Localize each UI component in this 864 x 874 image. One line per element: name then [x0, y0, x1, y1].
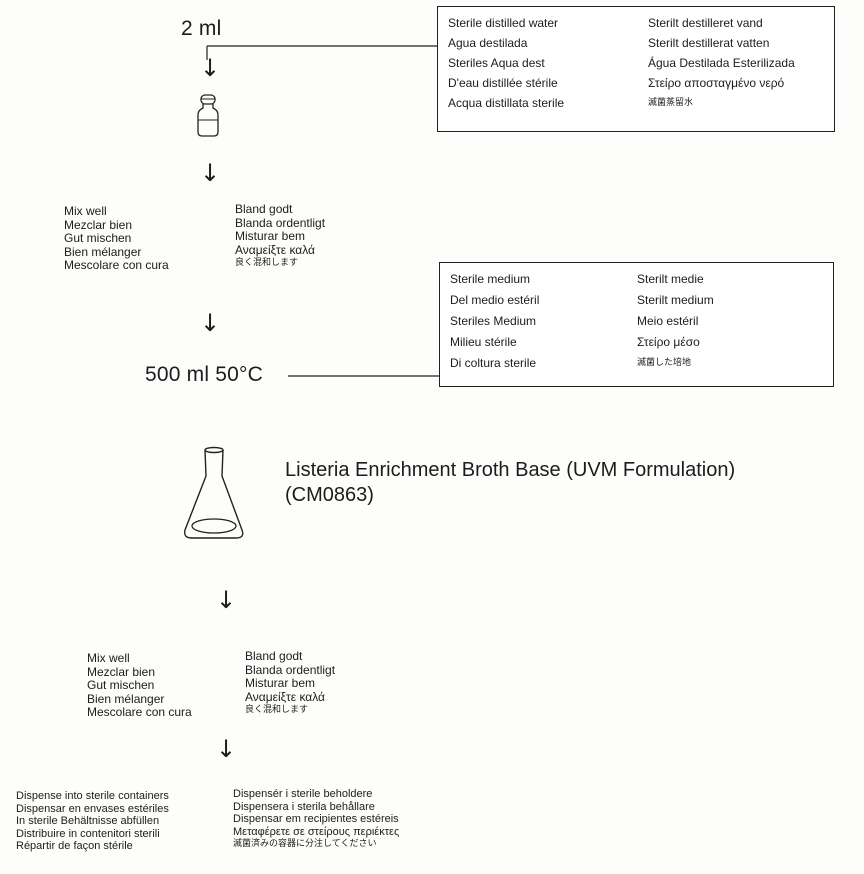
text-line: Bland godt: [245, 649, 303, 663]
product-name: Listeria Enrichment Broth Base (UVM Form…: [285, 459, 736, 481]
dispense-instructions-right: Dispensér i sterile beholdere Dispensera…: [233, 788, 399, 851]
text-line: Dispensér i sterile beholdere: [233, 788, 373, 800]
box-cell: Steriles Aqua dest: [448, 55, 545, 70]
box-cell: Steriles Medium: [450, 314, 537, 328]
box-cell: 滅菌した培地: [637, 358, 692, 368]
text-line: Mezclar bien: [64, 217, 133, 232]
down-arrow-icon: ↓: [200, 54, 221, 82]
box-cell: Del medio estéril: [450, 293, 540, 307]
box-cell: Sterile medium: [450, 272, 531, 286]
mix-instructions-right: Bland godt Blanda ordentligt Misturar be…: [235, 202, 326, 271]
down-arrow-icon: ↓: [200, 309, 221, 337]
text-line: Misturar bem: [245, 676, 316, 690]
text-line: Μεταφέρετε σε στείρους περιέκτες: [233, 825, 400, 838]
text-line: Gut mischen: [87, 678, 155, 692]
text-line: Dispensera i sterila behållare: [233, 800, 375, 813]
box-cell: Di coltura sterile: [450, 356, 537, 370]
step2-volume-temperature: 500 ml 50°C: [145, 363, 263, 386]
down-arrow-icon: ↓: [216, 735, 237, 763]
box-cell: 滅菌蒸留水: [648, 97, 694, 108]
text-line: Mescolare con cura: [64, 258, 169, 272]
text-line: Distribuire in contenitori sterili: [16, 827, 160, 840]
text-line: Gut mischen: [64, 231, 132, 245]
erlenmeyer-flask-icon: [183, 446, 244, 539]
text-line: Mix well: [64, 204, 107, 218]
text-line: Dispensar em recipientes estéreis: [233, 813, 399, 825]
text-line: Bien mélanger: [87, 691, 165, 706]
mix-instructions-right: Bland godt Blanda ordentligt Misturar be…: [245, 649, 336, 718]
box-cell: D'eau distillée stérile: [448, 75, 558, 90]
box-cell: Στείρο μέσο: [637, 335, 700, 349]
down-arrow-icon: ↓: [216, 586, 237, 614]
down-arrow-icon: ↓: [200, 159, 221, 187]
text-line: Mescolare con cura: [87, 705, 192, 719]
box-cell: Meio estéril: [637, 314, 699, 328]
text-line: Bien mélanger: [64, 244, 142, 259]
text-line: Répartir de façon stérile: [16, 840, 133, 852]
box-cell: Sterilt medie: [637, 272, 704, 286]
box-cell: Sterilt destilleret vand: [648, 15, 763, 30]
mix-instructions-left: Mix well Mezclar bien Gut mischen Bien m…: [64, 204, 169, 273]
text-line: Αναμείξτε καλά: [245, 689, 325, 704]
text-line: Blanda ordentligt: [245, 662, 336, 677]
box-cell: Sterilt destillerat vatten: [648, 35, 770, 50]
text-line: Dispensar en envases estériles: [16, 802, 169, 815]
text-line: Dispense into sterile containers: [16, 790, 169, 802]
step1-volume: 2 ml: [181, 17, 222, 40]
text-line: Misturar bem: [235, 229, 306, 243]
box-cell: Acqua distillata sterile: [448, 95, 565, 110]
text-line: Blanda ordentligt: [235, 215, 326, 230]
box-cell: Agua destilada: [448, 35, 528, 50]
text-line: 良く混和します: [235, 258, 299, 268]
product-code: (CM0863): [285, 484, 374, 506]
sterile-medium-box: Sterile medium Sterilt medie Del medio es…: [439, 262, 834, 387]
mix-instructions-left: Mix well Mezclar bien Gut mischen Bien m…: [87, 651, 192, 720]
box-cell: Sterilt medium: [637, 293, 714, 307]
text-line: 滅菌済みの容器に分注してください: [233, 839, 377, 849]
text-line: Αναμείξτε καλά: [235, 242, 315, 257]
box-cell: Sterile distilled water: [448, 15, 559, 30]
text-line: In sterile Behältnisse abfüllen: [16, 815, 160, 827]
text-line: Mix well: [87, 651, 130, 665]
text-line: Mezclar bien: [87, 664, 156, 679]
box-cell: Στείρο αποσταγμένο νερό: [648, 75, 785, 90]
text-line: Bland godt: [235, 202, 293, 216]
box-cell: Água Destilada Esterilizada: [648, 55, 795, 70]
dispense-instructions-left: Dispense into sterile containers Dispens…: [16, 790, 169, 853]
text-line: 良く混和します: [245, 705, 309, 715]
vial-icon: [197, 94, 219, 137]
box-cell: Milieu stérile: [450, 335, 517, 349]
